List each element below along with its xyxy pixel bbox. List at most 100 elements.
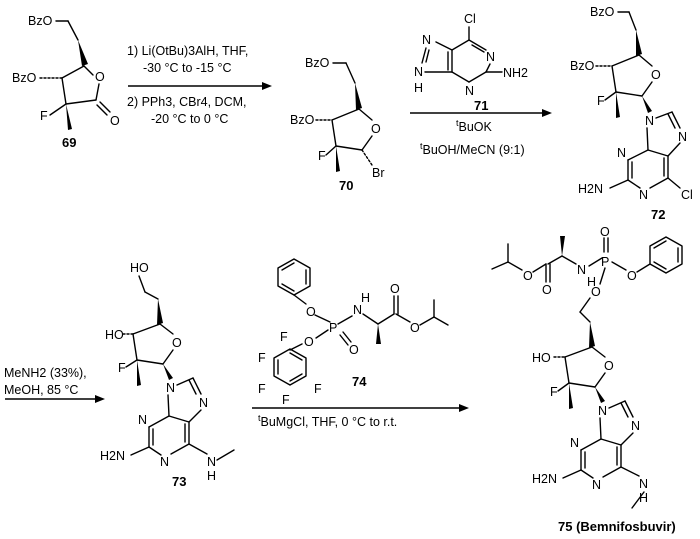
- nitrogen-label: N: [207, 455, 216, 469]
- compound-72-structure: BzO O BzO F N N Cl N N H2N: [570, 5, 693, 222]
- oxygen-label: O: [306, 305, 316, 319]
- chlorine-label: Cl: [464, 12, 476, 26]
- nitrogen-label: N: [617, 146, 626, 160]
- carbonyl-oxygen-label: O: [390, 282, 400, 296]
- svg-text:tBuOH/MeCN (9:1): tBuOH/MeCN (9:1): [420, 141, 525, 157]
- step1-reagent-1: 1) Li(OtBu)3AlH, THF,: [127, 44, 248, 58]
- nitrogen-label: N: [577, 263, 586, 277]
- chlorine-label: Cl: [681, 188, 693, 202]
- reaction-arrow-4: [252, 404, 469, 412]
- fluorine-label: F: [40, 109, 48, 123]
- oxygen-label: O: [600, 225, 610, 239]
- fluorine-label: F: [282, 393, 290, 407]
- compound-71-structure: Cl N NH2 N N N H 71: [414, 12, 528, 113]
- oxygen-label: O: [349, 343, 359, 357]
- compound-number-73: 73: [172, 474, 186, 489]
- amine-label: H2N: [100, 449, 125, 463]
- nitrogen-label: N: [199, 396, 208, 410]
- fluorine-label: F: [550, 385, 558, 399]
- oxygen-label: O: [591, 285, 601, 299]
- hydroxyl-label: HO: [105, 328, 124, 342]
- bzo-label: BzO: [590, 5, 615, 19]
- amine-label: H2N: [578, 182, 603, 196]
- svg-text:tBuMgCl, THF, 0 °C to r.t.: tBuMgCl, THF, 0 °C to r.t.: [258, 413, 397, 429]
- carbonyl-oxygen-label: O: [542, 283, 552, 297]
- ring-oxygen-label: O: [604, 359, 614, 373]
- ester-oxygen-label: O: [523, 269, 533, 283]
- step1-temp-2: -20 °C to 0 °C: [151, 112, 228, 126]
- fluorine-label: F: [318, 149, 326, 163]
- compound-number-69: 69: [62, 135, 76, 150]
- nitrogen-label: N: [678, 130, 687, 144]
- phosphorus-label: P: [601, 255, 609, 269]
- compound-number-75: 75 (Bemnifosbuvir): [558, 519, 676, 534]
- step3-reagent: MeNH2 (33%),: [4, 366, 87, 380]
- reaction-arrow-1: [128, 82, 272, 90]
- nitrogen-label: N: [414, 65, 423, 79]
- step2-solvent: BuOH/MeCN (9:1): [423, 143, 525, 157]
- nitrogen-label: N: [645, 114, 654, 128]
- hydrogen-label: H: [361, 291, 370, 305]
- fluorine-label: F: [597, 94, 605, 108]
- step1-reagent-2: 2) PPh3, CBr4, DCM,: [127, 95, 246, 109]
- nitrogen-label: N: [598, 404, 607, 418]
- step1-temp-1: -30 °C to -15 °C: [143, 61, 232, 75]
- nitrogen-label: N: [570, 436, 579, 450]
- bromine-label: Br: [372, 166, 385, 180]
- carbonyl-oxygen-label: O: [110, 114, 120, 128]
- oxygen-label: O: [304, 335, 314, 349]
- ring-oxygen-label: O: [172, 336, 182, 350]
- ring-oxygen-label: O: [95, 70, 105, 84]
- nitrogen-label: N: [353, 303, 362, 317]
- nitrogen-label: N: [422, 33, 431, 47]
- svg-text:tBuOK: tBuOK: [456, 118, 493, 134]
- phosphorus-label: P: [329, 321, 337, 335]
- hydroxyl-label: HO: [130, 261, 149, 275]
- ring-oxygen-label: O: [651, 68, 661, 82]
- compound-75-structure: O O N H P O O O O HO F: [491, 225, 683, 534]
- nitrogen-label: N: [486, 50, 495, 64]
- oxygen-label: O: [627, 269, 637, 283]
- bzo-label: BzO: [305, 56, 330, 70]
- step4-conditions: BuMgCl, THF, 0 °C to r.t.: [261, 415, 398, 429]
- hydrogen-label: H: [207, 469, 216, 483]
- compound-number-71: 71: [474, 98, 488, 113]
- nitrogen-label: N: [639, 188, 648, 202]
- amine-label: H2N: [532, 472, 557, 486]
- hydroxyl-label: HO: [532, 351, 551, 365]
- nitrogen-label: N: [138, 413, 147, 427]
- hydrogen-label: H: [639, 491, 648, 505]
- fluorine-label: F: [258, 351, 266, 365]
- step2-base: BuOK: [459, 120, 493, 134]
- compound-73-structure: HO O HO F N N N H N N: [100, 261, 235, 489]
- bzo-label: BzO: [28, 14, 53, 28]
- nitrogen-label: N: [465, 84, 474, 98]
- bzo-label: BzO: [570, 59, 595, 73]
- tbu-prefix: t: [258, 413, 261, 423]
- bzo-label: BzO: [290, 113, 315, 127]
- compound-number-72: 72: [651, 207, 665, 222]
- compound-70-structure: BzO O BzO F Br 70: [290, 56, 385, 193]
- amine-label: NH2: [503, 66, 528, 80]
- compound-69-structure: BzO O O BzO F 69: [12, 14, 120, 150]
- nitrogen-label: N: [639, 477, 648, 491]
- nitrogen-label: N: [160, 455, 169, 469]
- tbu-prefix: t: [420, 141, 423, 151]
- step3-conditions: MeOH, 85 °C: [4, 383, 78, 397]
- reaction-arrow-3: [5, 395, 105, 403]
- nitrogen-label: N: [592, 478, 601, 492]
- fluorine-label: F: [280, 330, 288, 344]
- fluorine-label: F: [314, 382, 322, 396]
- reaction-arrow-2: [410, 109, 552, 117]
- nitrogen-label: N: [166, 381, 175, 395]
- fluorine-label: F: [118, 361, 126, 375]
- ring-oxygen-label: O: [371, 122, 381, 136]
- nitrogen-label: N: [631, 419, 640, 433]
- fluorine-label: F: [258, 382, 266, 396]
- hydrogen-label: H: [414, 81, 423, 95]
- tbu-prefix: t: [456, 118, 459, 128]
- compound-74-structure: O P N H O O O O F F F F F 74: [258, 258, 449, 407]
- compound-number-74: 74: [352, 374, 367, 389]
- ester-oxygen-label: O: [410, 321, 420, 335]
- compound-number-70: 70: [339, 178, 353, 193]
